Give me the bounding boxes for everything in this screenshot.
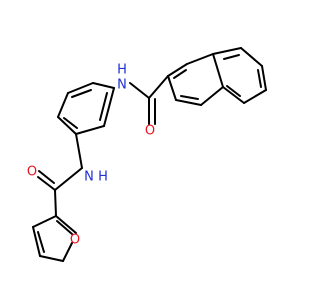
bond xyxy=(57,116,77,135)
nitrogen-label: N xyxy=(117,78,127,93)
bond xyxy=(200,86,224,106)
bond xyxy=(240,47,263,67)
bond xyxy=(32,215,57,228)
bond xyxy=(261,65,267,91)
bond xyxy=(75,133,83,169)
bond-inner xyxy=(37,231,45,253)
bond xyxy=(54,189,57,217)
nitrogen-label: N xyxy=(84,170,94,185)
atom-labels: N H O N H O O xyxy=(27,63,155,248)
bond xyxy=(32,226,41,257)
bond-double xyxy=(38,170,55,184)
bond xyxy=(75,125,105,135)
molecule-drawing: N H O N H O O xyxy=(27,47,267,262)
bond-inner xyxy=(226,85,241,97)
bond-inner xyxy=(99,92,108,121)
bond xyxy=(186,53,214,65)
bond xyxy=(103,87,115,127)
bond-inner xyxy=(71,89,92,98)
bond-inner xyxy=(173,69,187,79)
bond xyxy=(67,82,94,94)
bond-inner xyxy=(257,69,262,88)
bond-inner xyxy=(63,117,78,129)
bond xyxy=(212,47,242,55)
bond xyxy=(212,53,224,88)
oxygen-label: O xyxy=(70,233,80,248)
structure-canvas: N H O N H O O xyxy=(26,47,267,262)
bond xyxy=(54,167,83,191)
bonds xyxy=(32,47,267,262)
bond-inner xyxy=(223,54,240,60)
bond xyxy=(37,176,56,191)
bond xyxy=(222,86,245,104)
oxygen-label: O xyxy=(27,165,37,180)
oxygen-label: O xyxy=(145,124,155,139)
bond xyxy=(148,75,169,99)
bond-inner xyxy=(56,220,73,235)
hydrogen-label: H xyxy=(117,63,127,78)
bond xyxy=(57,92,69,118)
bond xyxy=(243,89,267,104)
bond xyxy=(129,82,150,99)
bond-inner xyxy=(180,95,199,100)
bond xyxy=(55,215,77,234)
bond xyxy=(167,63,188,77)
bond xyxy=(167,75,177,101)
bond xyxy=(175,99,202,106)
hydrogen-label: H xyxy=(98,170,108,185)
bond xyxy=(39,255,64,262)
bond xyxy=(92,82,115,89)
bond xyxy=(62,242,73,262)
